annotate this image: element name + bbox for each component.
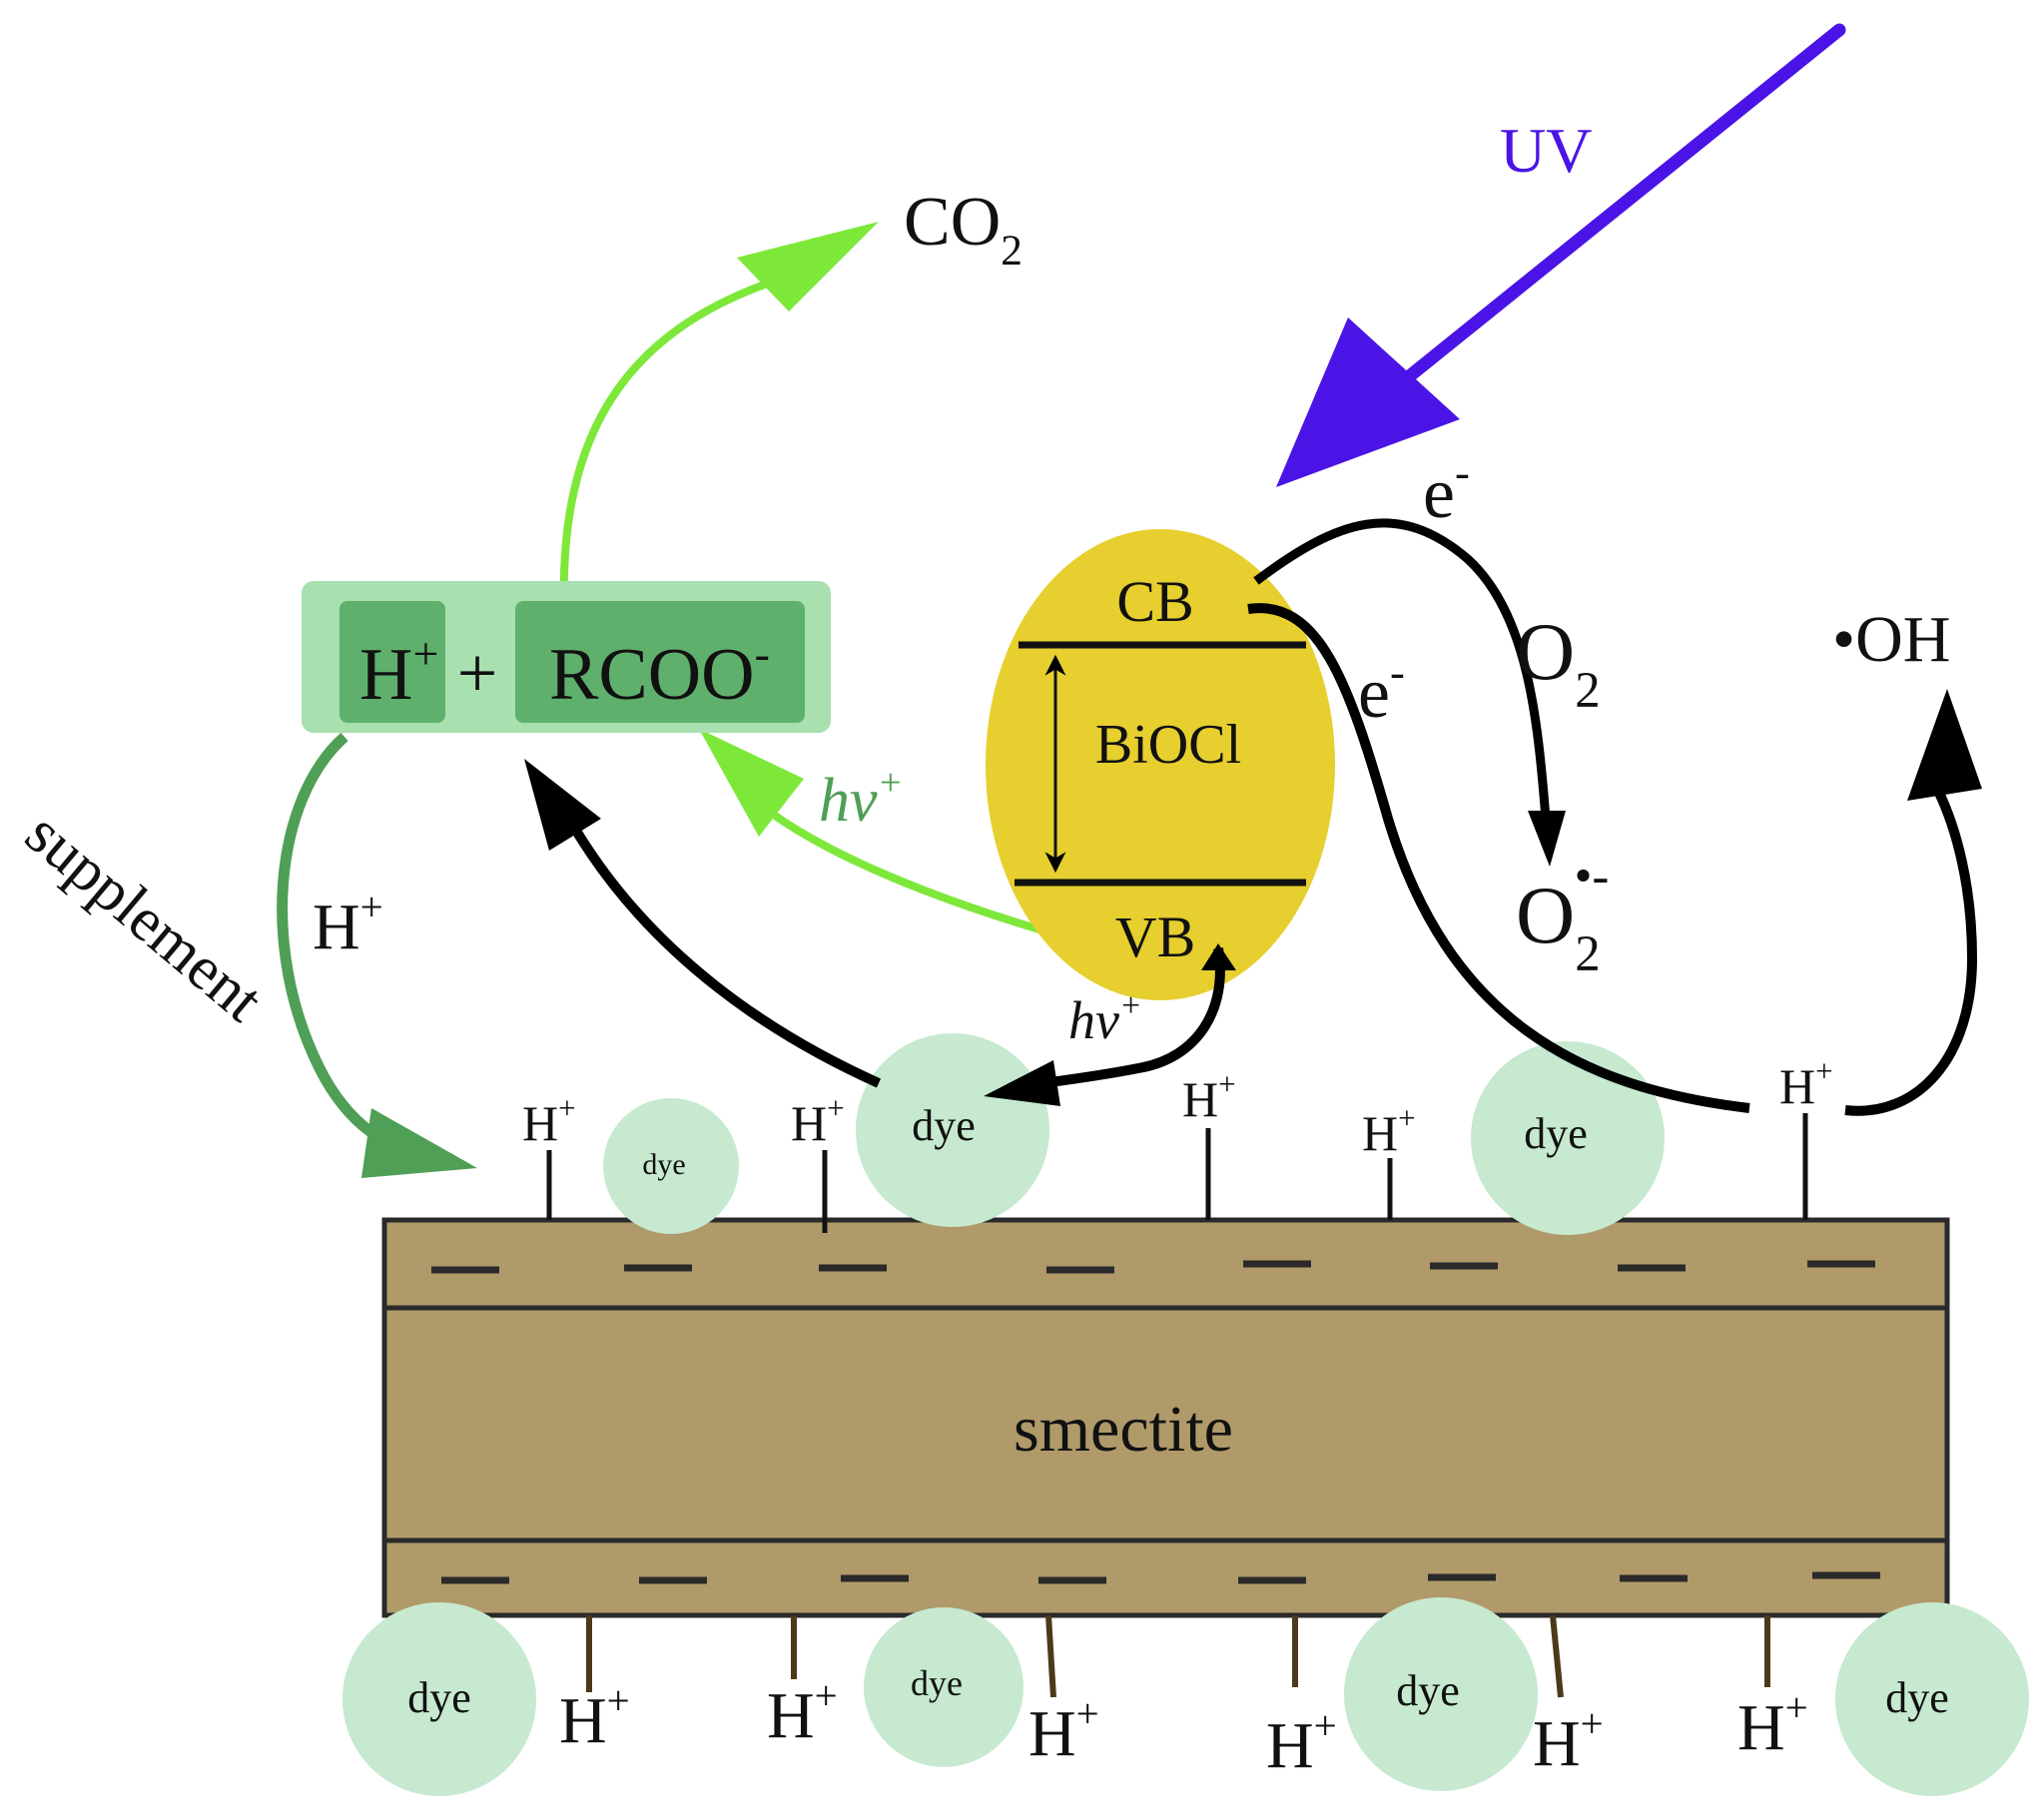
green-arrows bbox=[277, 222, 1065, 1178]
dye-molecule: dye bbox=[864, 1607, 1023, 1767]
dye-molecule: dye bbox=[603, 1098, 739, 1234]
arrow-rcoo-to-co2 bbox=[559, 276, 781, 610]
electron-label-upper: e- bbox=[1423, 447, 1470, 533]
arrow-hv-head bbox=[699, 729, 804, 837]
arrow-h-to-oh bbox=[1844, 786, 1978, 1116]
arrow-vb-tip bbox=[1201, 943, 1236, 970]
hydroxyl-radical-label: •OH bbox=[1832, 603, 1950, 676]
negative-charges-bottom bbox=[441, 1571, 1880, 1584]
surface-sticks-top bbox=[546, 1113, 1808, 1233]
negative-charges-top bbox=[431, 1260, 1875, 1274]
svg-text:dye: dye bbox=[642, 1148, 685, 1181]
hv-label-black: hv+ bbox=[1068, 987, 1142, 1050]
h-plus-label: H+ bbox=[1266, 1703, 1337, 1782]
h-plus-label: H+ bbox=[1779, 1053, 1833, 1114]
h-plus-label: H+ bbox=[791, 1090, 845, 1151]
box-h-plus bbox=[340, 601, 445, 723]
arrow-o2-head bbox=[1528, 811, 1566, 867]
box-rcoo-label: RCOO- bbox=[549, 628, 770, 716]
arrow-product-head bbox=[524, 759, 601, 851]
supplement-h-plus-label: H+ bbox=[313, 885, 383, 963]
smectite-body bbox=[381, 1217, 1950, 1618]
uv-label: UV bbox=[1500, 115, 1592, 186]
box-rcoo bbox=[515, 601, 805, 723]
dye-molecule: dye bbox=[856, 1033, 1049, 1227]
box-plus-sign: + bbox=[457, 633, 498, 713]
h-plus-label: H+ bbox=[1533, 1701, 1604, 1780]
hv-label-green: hv+ bbox=[819, 762, 903, 835]
arrow-co2-head bbox=[737, 222, 879, 311]
top-surface-groups: H+ H+ H+ H+ H+ dye dye dye bbox=[522, 1033, 1833, 1235]
vb-label: VB bbox=[1115, 905, 1196, 969]
svg-text:dye: dye bbox=[1524, 1109, 1588, 1158]
svg-text:dye: dye bbox=[911, 1663, 963, 1703]
bioc-label: BiOCl bbox=[1095, 714, 1241, 776]
arrow-vb-to-rcoo bbox=[756, 800, 1065, 940]
uv-arrowhead bbox=[1276, 317, 1460, 487]
arrow-dye-to-product bbox=[564, 816, 882, 1088]
box-h-plus-label: H+ bbox=[359, 628, 438, 716]
black-arrows bbox=[524, 518, 1982, 1116]
uv-arrow: UV bbox=[1276, 23, 1846, 487]
dye-molecule: dye bbox=[1835, 1602, 2029, 1796]
dye-molecules-top: dye dye dye bbox=[603, 1033, 1665, 1235]
dye-molecule: dye bbox=[342, 1602, 536, 1796]
dye-molecules-bottom: dye dye dye dye bbox=[342, 1597, 2029, 1796]
bioc-particle: CB BiOCl VB bbox=[986, 529, 1335, 1000]
h-plus-label: H+ bbox=[1362, 1100, 1416, 1161]
smectite-slab: smectite bbox=[381, 1217, 1950, 1618]
svg-text:dye: dye bbox=[407, 1673, 471, 1722]
bottom-surface-groups: dye dye dye dye H+ H+ H+ H+ H+ H+ bbox=[342, 1597, 2029, 1796]
dye-molecule: dye bbox=[1471, 1041, 1665, 1235]
h-plus-label: H+ bbox=[767, 1673, 838, 1752]
oxygen-label: O2 bbox=[1516, 606, 1601, 718]
arrow-dye-head bbox=[984, 1060, 1060, 1106]
arrow-oh-head bbox=[1907, 689, 1982, 801]
supplement-label: supplement bbox=[13, 800, 276, 1035]
h-plus-label: H+ bbox=[559, 1678, 630, 1757]
reaction-product-box: H+ + RCOO- bbox=[302, 581, 831, 733]
h-plus-label: H+ bbox=[522, 1090, 576, 1151]
svg-text:dye: dye bbox=[1885, 1673, 1949, 1722]
h-plus-label: H+ bbox=[1028, 1691, 1099, 1770]
co2-label: CO2 bbox=[904, 184, 1022, 275]
cb-label: CB bbox=[1116, 569, 1193, 634]
dye-molecule: dye bbox=[1344, 1597, 1538, 1791]
arrow-cb-to-o2 bbox=[1253, 518, 1551, 820]
arrow-cb-to-surface-h bbox=[1247, 603, 1750, 1113]
surface-h-plus: H+ H+ H+ H+ H+ bbox=[522, 1053, 1833, 1161]
svg-text:dye: dye bbox=[912, 1101, 976, 1150]
h-plus-label: H+ bbox=[1182, 1066, 1236, 1127]
svg-text:dye: dye bbox=[1396, 1666, 1460, 1715]
electron-label-lower: e- bbox=[1358, 647, 1405, 733]
surface-h-plus-bottom: H+ H+ H+ H+ H+ H+ bbox=[559, 1673, 1808, 1782]
superoxide-label: O2•- bbox=[1516, 848, 1609, 981]
arrow-supplement-head bbox=[361, 1108, 477, 1178]
surface-sticks-bottom bbox=[586, 1614, 1770, 1698]
smectite-label: smectite bbox=[1014, 1393, 1233, 1466]
h-plus-label: H+ bbox=[1737, 1685, 1808, 1764]
